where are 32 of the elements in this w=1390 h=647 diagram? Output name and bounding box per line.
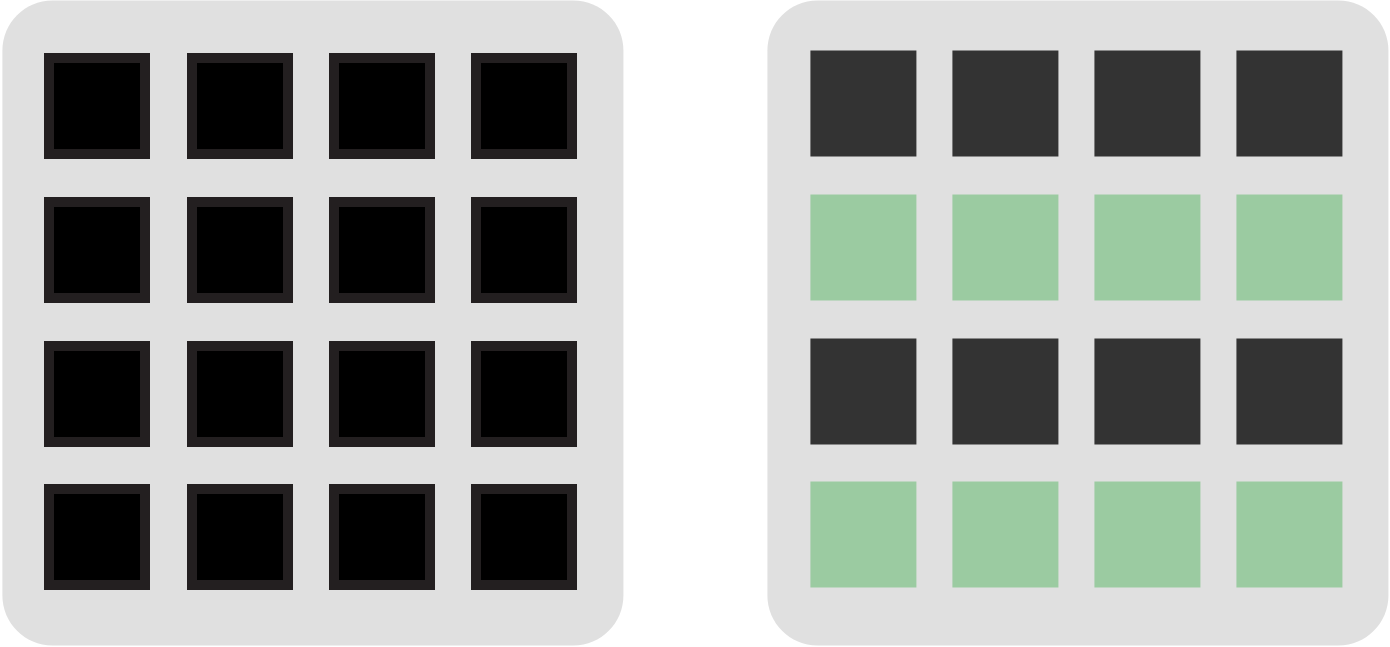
square-tile	[952, 50, 1059, 157]
square-tile	[471, 484, 577, 590]
square-tile	[44, 53, 150, 159]
square-tile	[1236, 194, 1343, 301]
square-tile	[1236, 338, 1343, 445]
square-tile	[187, 484, 293, 590]
square-tile	[187, 197, 293, 303]
square-tile	[329, 197, 435, 303]
square-tile	[1094, 481, 1201, 588]
square-tile	[1094, 50, 1201, 157]
square-tile	[329, 53, 435, 159]
square-tile	[329, 484, 435, 590]
square-tile	[1094, 338, 1201, 445]
square-tile	[952, 481, 1059, 588]
square-tile	[952, 338, 1059, 445]
square-tile	[810, 338, 917, 445]
square-tile	[44, 197, 150, 303]
square-tile	[187, 53, 293, 159]
square-tile	[810, 194, 917, 301]
square-tile	[187, 341, 293, 447]
square-tile	[44, 341, 150, 447]
square-tile	[810, 50, 917, 157]
square-tile	[471, 197, 577, 303]
square-tile	[329, 341, 435, 447]
square-tile	[952, 194, 1059, 301]
square-tile	[810, 481, 917, 588]
square-tile	[471, 341, 577, 447]
square-tile	[44, 484, 150, 590]
square-tile	[471, 53, 577, 159]
square-tile	[1236, 50, 1343, 157]
square-tile	[1094, 194, 1201, 301]
square-tile	[1236, 481, 1343, 588]
